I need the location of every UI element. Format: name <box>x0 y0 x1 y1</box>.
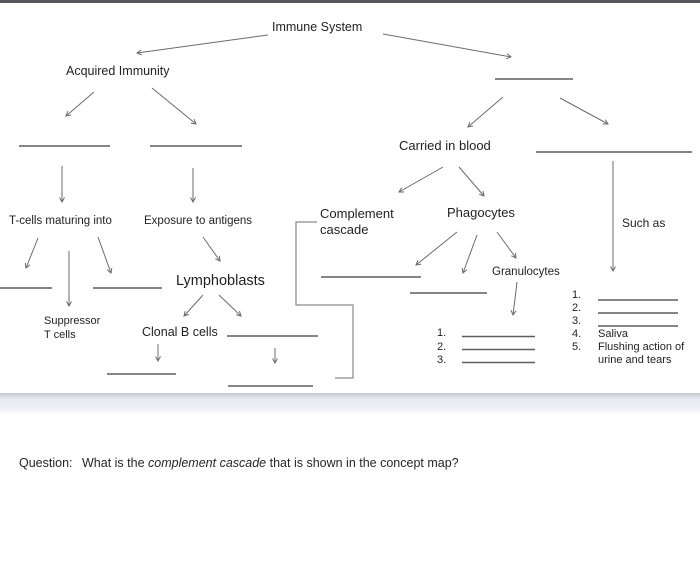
blank-slot-lines <box>0 78 692 387</box>
right-list-num-1: 1. <box>572 289 582 301</box>
concept-map-connectors <box>0 33 692 387</box>
node-carried-in-blood: Carried in blood <box>399 138 491 153</box>
complement-cascade-bracket <box>295 221 354 379</box>
node-phagocytes: Phagocytes <box>447 205 515 220</box>
node-complement-cascade: Complement cascade <box>320 206 394 237</box>
right-list-num-3: 3. <box>572 315 582 327</box>
node-acquired-immunity: Acquired Immunity <box>66 64 170 78</box>
node-t-cells-maturing: T-cells maturing into <box>9 215 112 227</box>
node-suppressor-t-cells: Suppressor T cells <box>44 315 101 341</box>
question-text: Question: What is the complement cascade… <box>19 456 459 470</box>
node-clonal-b-cells: Clonal B cells <box>142 325 218 339</box>
question-tail: that is shown in the concept map? <box>269 456 459 470</box>
question-italic-term: complement cascade <box>148 456 267 470</box>
node-immune-system: Immune System <box>272 20 363 34</box>
right-list-item-flushing: Flushing action of urine and tears <box>598 341 685 366</box>
question-prefix: Question: <box>19 456 73 470</box>
left-list-num-1: 1. <box>437 327 447 339</box>
right-list-item-saliva: Saliva <box>598 328 628 340</box>
page-divider-band <box>0 393 700 413</box>
arrow-lines <box>24 33 616 365</box>
right-list-num-2: 2. <box>572 302 582 314</box>
question-lead: What is the <box>82 456 145 470</box>
node-granulocytes: Granulocytes <box>492 266 560 278</box>
node-such-as: Such as <box>622 216 666 230</box>
node-exposure-to-antigens: Exposure to antigens <box>144 215 253 227</box>
window-top-edge <box>0 0 700 3</box>
right-list-num-4: 4. <box>572 328 582 340</box>
node-lymphoblasts: Lymphoblasts <box>176 273 265 289</box>
right-list-num-5: 5. <box>572 341 582 353</box>
left-list-num-3: 3. <box>437 353 447 366</box>
left-list-num-2: 2. <box>437 340 447 353</box>
